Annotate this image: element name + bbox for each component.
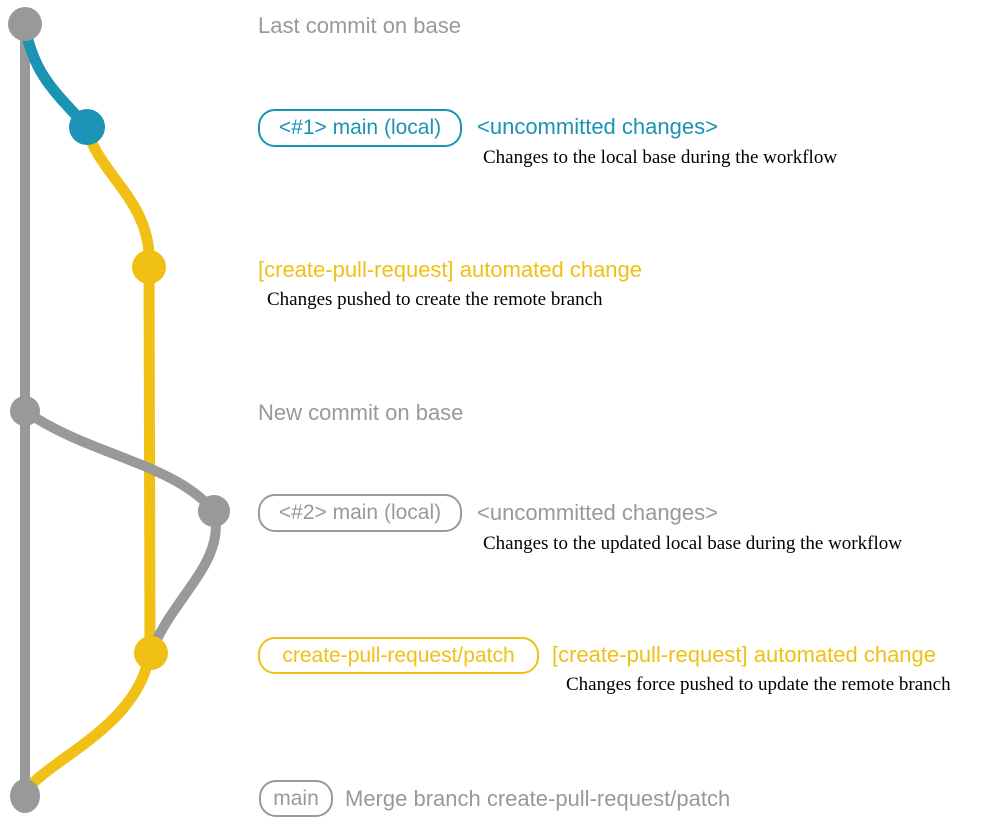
branch-tag-patch-label: create-pull-request/patch (282, 643, 515, 667)
uncommitted-changes-1-label: <uncommitted changes> (477, 114, 718, 139)
uncommitted-changes-1-description: Changes to the local base during the wor… (483, 147, 838, 168)
merge-commit-label: Merge branch create-pull-request/patch (345, 786, 731, 811)
automated-change-1-description: Changes pushed to create the remote bran… (267, 289, 603, 310)
new-commit-label: New commit on base (258, 400, 464, 425)
updated-base-curve (20, 406, 219, 516)
uncommitted-changes-2-label: <uncommitted changes> (477, 500, 718, 525)
automated-change-1-label: [create-pull-request] automated change (258, 257, 643, 282)
branch-tag-main: main (259, 780, 333, 817)
commit-dot-automated-2 (134, 636, 168, 670)
commit-dot-last-base (8, 7, 42, 41)
commit-dot-new-base (10, 396, 40, 426)
last-commit-label: Last commit on base (258, 13, 461, 38)
automated-change-2-description: Changes force pushed to update the remot… (566, 674, 951, 695)
commit-dot-automated-1 (132, 250, 166, 284)
force-push-curve (146, 506, 221, 658)
commit-dot-merge (10, 779, 40, 813)
branch-tag-main-local-1-label: <#1> main (local) (278, 116, 442, 139)
automated-change-2-label: [create-pull-request] automated change (552, 642, 937, 667)
branch-tag-main-local-1: <#1> main (local) (258, 109, 462, 147)
branch-tag-main-local-2: <#2> main (local) (258, 494, 462, 532)
patch-branch-curve (19, 121, 156, 802)
commit-dot-local-2 (198, 495, 230, 527)
commit-graph (8, 7, 230, 813)
commit-dot-local-1 (69, 109, 105, 145)
uncommitted-changes-2-description: Changes to the updated local base during… (483, 533, 902, 554)
branch-tag-main-label: main (273, 786, 319, 810)
branch-tag-patch: create-pull-request/patch (258, 637, 539, 674)
branch-tag-main-local-2-label: <#2> main (local) (278, 501, 442, 524)
